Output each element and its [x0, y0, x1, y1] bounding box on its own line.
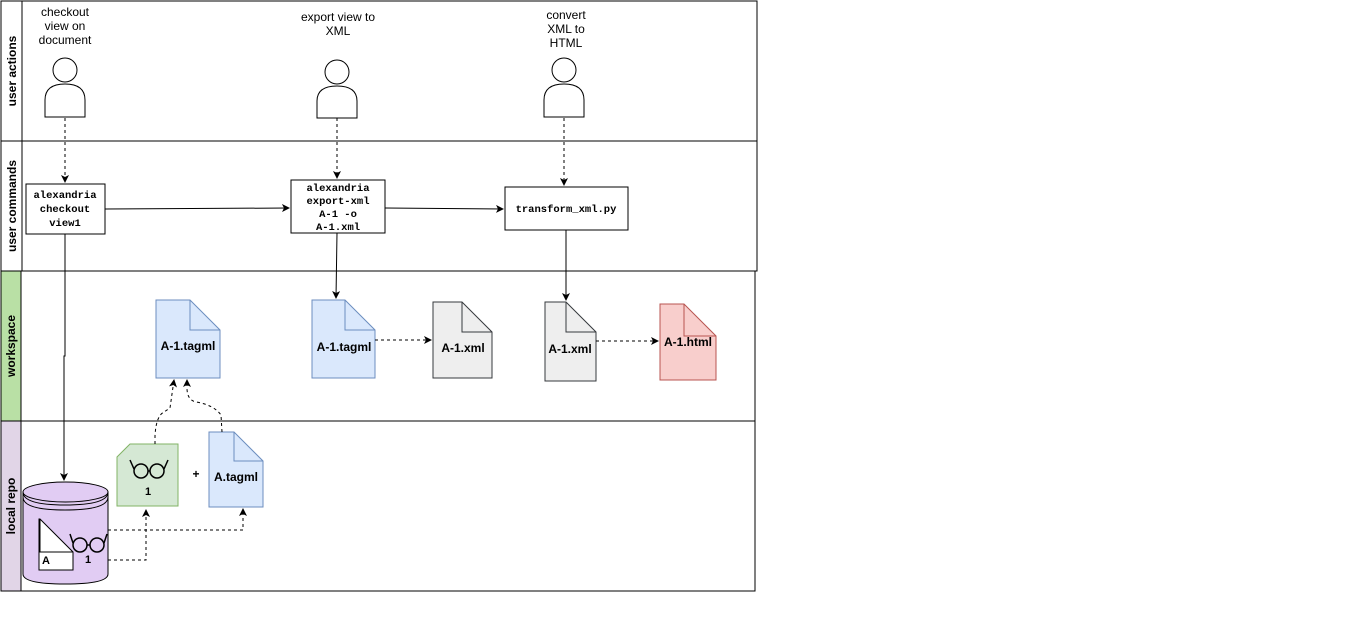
lane-label-user-commands: user commands [5, 160, 19, 252]
user-icon [316, 59, 358, 119]
document-icon: A.tagml [208, 431, 264, 508]
document-icon: A-1.xml [544, 301, 597, 382]
lane-local-repo: local repo [0, 420, 756, 592]
lane-label-workspace: workspace [4, 315, 18, 378]
file-label-xml-export: A-1.xml [441, 341, 484, 355]
file-label-repo-tagml: A.tagml [214, 470, 258, 484]
command-transform-box: transform_xml.py [504, 186, 629, 231]
document-icon: A [38, 518, 74, 571]
lane-label-user-actions: user actions [5, 35, 19, 106]
view-card: 1 [116, 443, 179, 507]
document-icon: A-1.tagml [311, 299, 376, 379]
command-export-line2: export-xml [306, 196, 369, 208]
document-icon: A-1.tagml [155, 299, 221, 379]
command-checkout-line2: checkout [40, 204, 90, 216]
command-export-line1: alexandria [306, 183, 370, 195]
lane-workspace: workspace [0, 270, 756, 422]
file-label-tagml-export: A-1.tagml [317, 340, 372, 354]
action-convert-line1: convert [546, 8, 586, 22]
command-checkout-line3: view1 [49, 218, 81, 230]
glasses-icon [129, 459, 169, 479]
lane-user-actions: user actions [0, 0, 758, 142]
file-label-xml-transform: A-1.xml [548, 342, 591, 356]
command-export-box: alexandria export-xml A-1 -o A-1.xml [290, 179, 386, 234]
repository-database: A 1 [22, 481, 109, 585]
user-icon [44, 57, 86, 118]
action-export-line2: XML [326, 24, 351, 38]
action-convert-line3: HTML [550, 36, 583, 50]
command-checkout-box: alexandria checkout view1 [25, 183, 106, 235]
db-view-label: 1 [85, 554, 91, 566]
command-export-line3: A-1 -o [319, 209, 357, 221]
file-label-html-output: A-1.html [664, 335, 712, 349]
action-checkout-line2: view on [45, 19, 86, 33]
document-icon: A-1.html [659, 303, 717, 381]
command-export-line4: A-1.xml [316, 222, 360, 234]
user-icon [543, 57, 585, 118]
document-icon: A-1.xml [432, 301, 493, 379]
db-document-label: A [42, 555, 50, 567]
glasses-icon [69, 533, 108, 553]
command-checkout-line1: alexandria [33, 190, 97, 202]
lane-user-commands: user commands [0, 140, 758, 272]
command-transform-label: transform_xml.py [516, 204, 618, 216]
lane-label-local-repo: local repo [4, 478, 18, 535]
plus-sign: + [192, 467, 199, 481]
view-number-label: 1 [145, 486, 151, 498]
file-label-tagml-top: A-1.tagml [161, 339, 216, 353]
action-export-line1: export view to [301, 10, 375, 24]
action-convert-line2: XML to [547, 22, 585, 36]
action-checkout-line1: checkout [41, 5, 90, 19]
action-checkout-line3: document [39, 33, 92, 47]
